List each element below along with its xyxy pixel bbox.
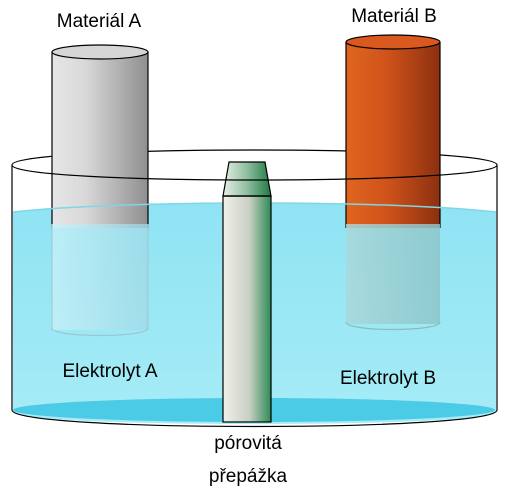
label-electrolyte-b: Elektrolyt B (340, 368, 436, 389)
label-material-a: Materiál A (57, 11, 142, 32)
label-electrolyte-a: Elektrolyt A (62, 361, 157, 382)
electrode-a (51, 44, 149, 337)
beaker-front (11, 164, 498, 428)
porous-separator (222, 161, 272, 423)
beaker-back-rim (11, 149, 498, 166)
label-material-b: Materiál B (351, 6, 437, 27)
label-separator-line1: pórovitá (214, 433, 282, 454)
electrode-b (345, 34, 441, 331)
label-separator-line2: přepážka (209, 466, 288, 487)
